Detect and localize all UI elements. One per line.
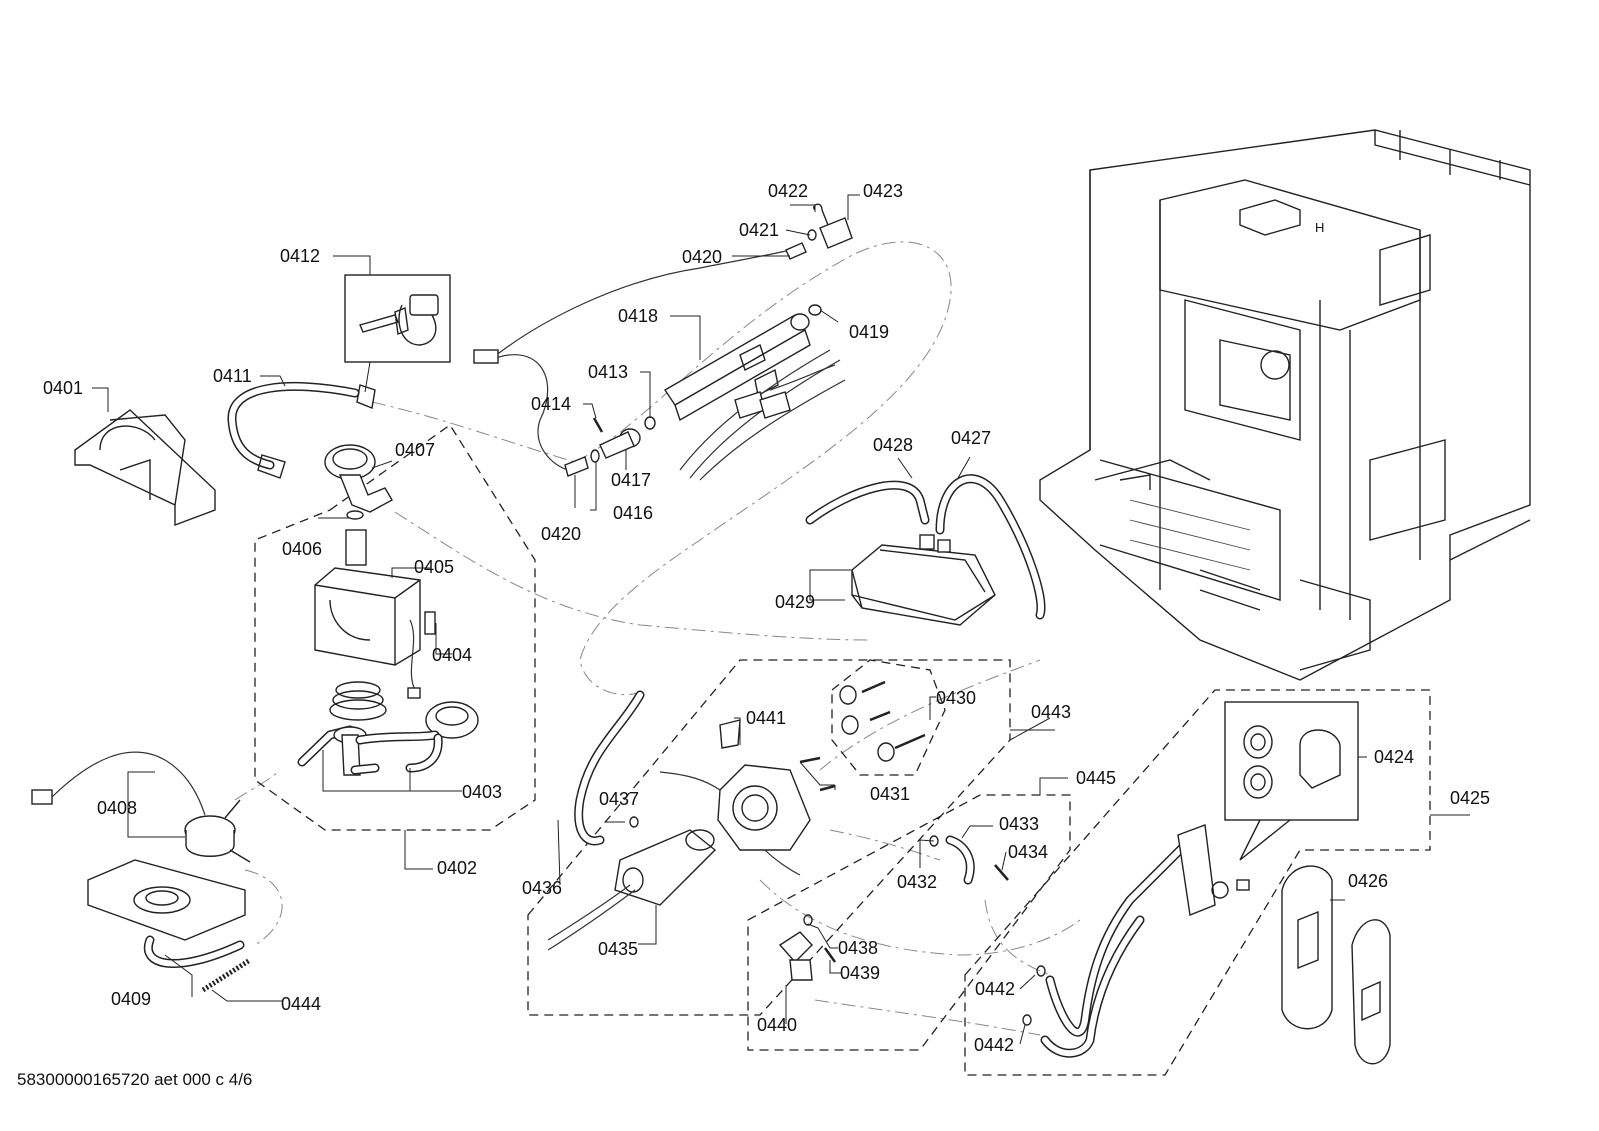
valve-set-0403 <box>297 681 479 776</box>
label-0409: 0409 <box>111 989 151 1009</box>
bracket-0401 <box>74 409 216 527</box>
document-id-footer: 58300000165720 aet 000 c 4/6 <box>17 1070 252 1089</box>
label-0442-bottom: 0442 <box>974 1035 1014 1055</box>
heater-0418 <box>473 249 846 481</box>
cartridge-0435 <box>547 829 717 951</box>
tank-0429 <box>805 474 1046 626</box>
label-0411: 0411 <box>213 366 252 386</box>
label-0422: 0422 <box>768 181 808 201</box>
label-0436: 0436 <box>522 878 562 898</box>
label-0430: 0430 <box>936 688 976 708</box>
label-0439: 0439 <box>840 963 880 983</box>
boiler-0441 <box>659 719 836 876</box>
label-0420-top: 0420 <box>682 247 722 267</box>
label-0443: 0443 <box>1031 702 1071 722</box>
label-0438: 0438 <box>838 938 878 958</box>
leader-lines <box>92 194 1470 1045</box>
elbow-0433 <box>929 835 1009 885</box>
label-0432: 0432 <box>897 872 937 892</box>
label-0413: 0413 <box>588 362 628 382</box>
label-0434: 0434 <box>1008 842 1048 862</box>
pump-0405 <box>314 529 436 699</box>
label-0414: 0414 <box>531 394 571 414</box>
hose-0411 <box>227 381 376 479</box>
label-0405: 0405 <box>414 557 454 577</box>
label-0421: 0421 <box>739 220 779 240</box>
label-0435: 0435 <box>598 939 638 959</box>
label-0425: 0425 <box>1450 788 1490 808</box>
fittings-top <box>564 203 853 477</box>
label-0424: 0424 <box>1374 747 1414 767</box>
clip-inset-0412 <box>344 274 451 363</box>
label-0412: 0412 <box>280 246 320 266</box>
hose-0436 <box>574 690 645 846</box>
label-0426: 0426 <box>1348 871 1388 891</box>
container-0409 <box>87 859 252 993</box>
label-0416: 0416 <box>613 503 653 523</box>
label-0407: 0407 <box>395 440 435 460</box>
valve-0407 <box>324 444 393 520</box>
svg-text:H: H <box>1315 220 1324 235</box>
label-0417: 0417 <box>611 470 651 490</box>
label-0420-bottom: 0420 <box>541 524 581 544</box>
label-0401: 0401 <box>43 378 83 398</box>
label-0428: 0428 <box>873 435 913 455</box>
water-flow-paths <box>234 241 1081 1036</box>
label-0445: 0445 <box>1076 768 1116 788</box>
label-0402: 0402 <box>437 858 477 878</box>
label-0404: 0404 <box>432 645 472 665</box>
label-0441: 0441 <box>746 708 786 728</box>
label-0429: 0429 <box>775 592 815 612</box>
label-0408: 0408 <box>97 798 137 818</box>
label-0403: 0403 <box>462 782 502 802</box>
label-0437: 0437 <box>599 789 639 809</box>
outlet-0425 <box>1022 701 1391 1065</box>
label-0431: 0431 <box>870 784 910 804</box>
label-0440: 0440 <box>757 1015 797 1035</box>
part-labels: 0401 0402 0403 0404 0405 0406 0407 0408 … <box>43 181 1490 1055</box>
grommets-0430 <box>839 680 926 762</box>
label-0423: 0423 <box>863 181 903 201</box>
label-0418: 0418 <box>618 306 658 326</box>
label-0442-top: 0442 <box>975 979 1015 999</box>
label-0427: 0427 <box>951 428 991 448</box>
flow-meter-0408 <box>31 751 251 863</box>
label-0444: 0444 <box>281 994 321 1014</box>
label-0419: 0419 <box>849 322 889 342</box>
label-0406: 0406 <box>282 539 322 559</box>
valve-0440 <box>778 914 837 981</box>
machine-housing: H <box>1039 129 1531 681</box>
label-0433: 0433 <box>999 814 1039 834</box>
